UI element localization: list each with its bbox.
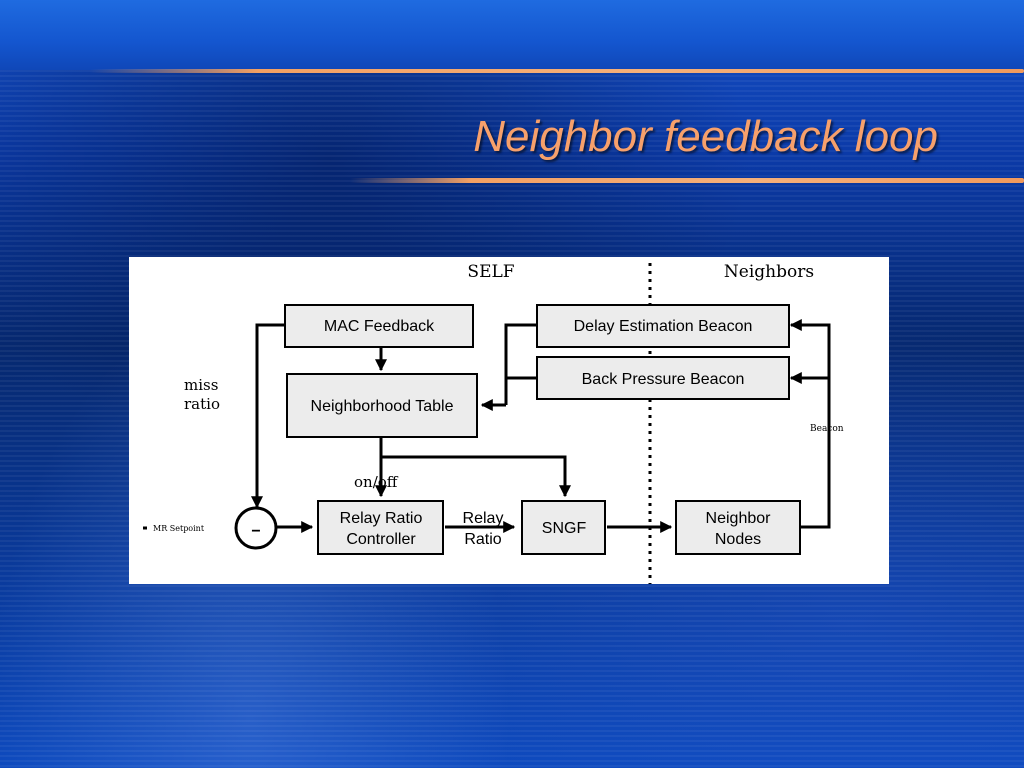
summing-minus-sign: − — [251, 523, 260, 540]
wire-delay-beacon — [504, 323, 537, 405]
controller-label-line1: Relay Ratio — [340, 510, 423, 527]
title-rule-bottom — [350, 178, 1024, 183]
region-neighbors-label: Neighbors — [724, 262, 814, 282]
region-self-label: SELF — [467, 262, 514, 282]
neighborhood-table-label: Neighborhood Table — [311, 398, 454, 415]
arrow-miss-ratio — [251, 323, 285, 509]
connection-wires — [143, 319, 831, 533]
summing-junction: − — [234, 506, 278, 550]
delay-beacon-label: Delay Estimation Beacon — [574, 318, 753, 335]
feedback-loop-diagram: SELF Neighbors — [143, 262, 844, 584]
block-relay-ratio-controller: Relay Ratio Controller — [317, 500, 444, 555]
mac-feedback-label: MAC Feedback — [324, 318, 435, 335]
relay-label-line2: Ratio — [464, 531, 501, 548]
title-rule-top — [90, 69, 1024, 73]
arrow-table-to-sngf — [381, 455, 571, 498]
relay-label-line1: Relay — [463, 510, 504, 527]
controller-label-line2: Controller — [346, 531, 416, 548]
diagram-panel: SELF Neighbors — [129, 257, 889, 584]
sngf-label: SNGF — [542, 520, 587, 537]
setpoint-label: MR Setpoint — [153, 524, 205, 533]
neighbor-nodes-label-line1: Neighbor — [706, 510, 772, 527]
block-neighbor-nodes: Neighbor Nodes — [675, 500, 801, 555]
block-sngf: SNGF — [521, 500, 606, 555]
block-back-pressure-beacon: Back Pressure Beacon — [536, 356, 790, 400]
slide-title: Neighbor feedback loop — [473, 112, 938, 161]
block-mac-feedback: MAC Feedback — [284, 304, 474, 348]
block-neighborhood-table: Neighborhood Table — [286, 373, 478, 438]
neighbor-nodes-label-line2: Nodes — [715, 531, 761, 548]
arrow-beacon-delay — [789, 319, 831, 529]
miss-label: miss — [184, 376, 218, 394]
back-pressure-label: Back Pressure Beacon — [582, 371, 745, 388]
on-off-label: on/off — [354, 473, 399, 491]
slide-top-band — [0, 0, 1024, 70]
block-delay-estimation-beacon: Delay Estimation Beacon — [536, 304, 790, 348]
ratio-label: ratio — [184, 395, 220, 413]
beacon-label: Beacon — [810, 424, 844, 434]
